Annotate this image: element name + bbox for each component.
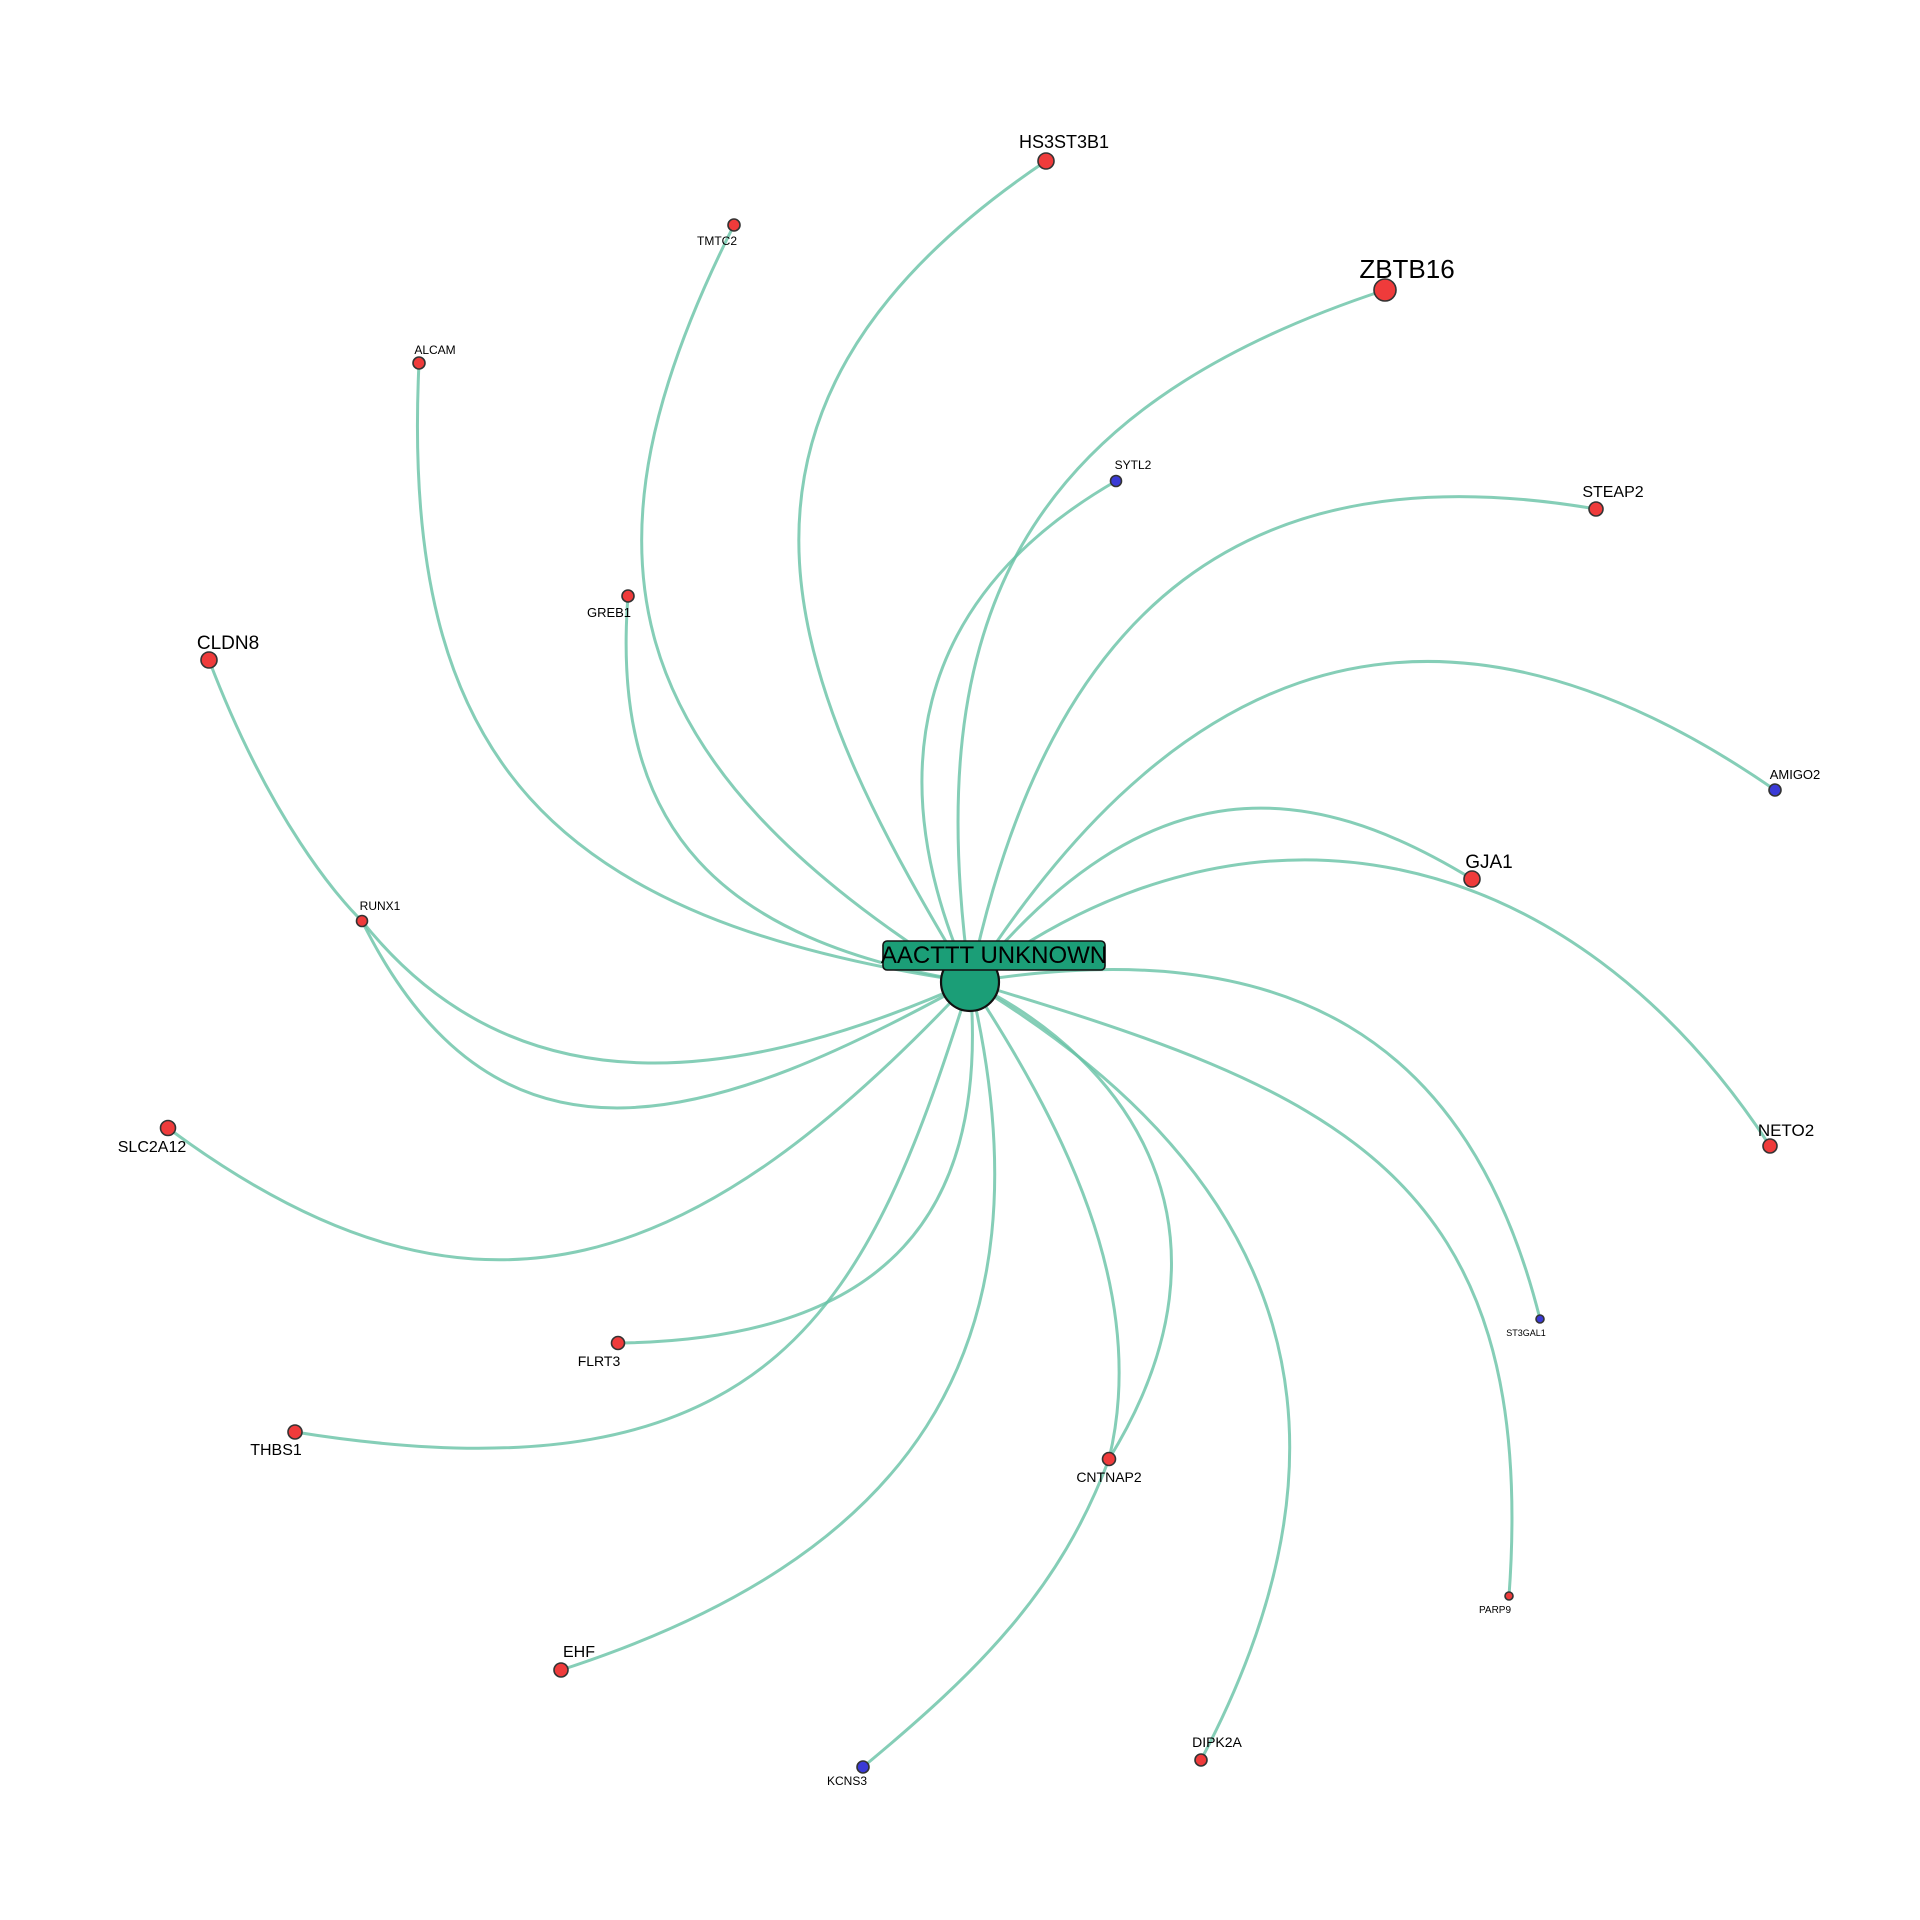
edge-runx1-2 bbox=[360, 920, 971, 1110]
label-neto2: NETO2 bbox=[1758, 1121, 1814, 1140]
label-greb1: GREB1 bbox=[587, 605, 631, 620]
label-thbs1: THBS1 bbox=[250, 1442, 302, 1459]
node-sytl2[interactable] bbox=[1109, 474, 1123, 488]
edge-runx1-1 bbox=[360, 920, 971, 1065]
label-alcam: ALCAM bbox=[414, 343, 455, 357]
edge-st3gal1 bbox=[969, 968, 1542, 1320]
node-flrt3[interactable] bbox=[610, 1335, 626, 1351]
edge-tmtc2 bbox=[640, 224, 971, 984]
node-tmtc2[interactable] bbox=[727, 218, 741, 232]
edge-zbtb16 bbox=[956, 288, 1386, 983]
edge-neto2 bbox=[969, 858, 1772, 1147]
node-neto2[interactable] bbox=[1762, 1138, 1778, 1154]
label-slc2a12: SLC2A12 bbox=[118, 1139, 187, 1156]
edge-parp9 bbox=[969, 980, 1514, 1597]
label-ehf: EHF bbox=[563, 1644, 595, 1661]
edge-amigo2 bbox=[968, 659, 1776, 983]
node-slc2a12[interactable] bbox=[159, 1119, 177, 1137]
edge-cntnap2-1 bbox=[968, 981, 1121, 1460]
edge-flrt3 bbox=[617, 981, 974, 1345]
node-ehf[interactable] bbox=[553, 1662, 569, 1678]
edge-alcam bbox=[415, 362, 971, 984]
edge-cntnap2-2 bbox=[969, 980, 1173, 1460]
node-steap2[interactable] bbox=[1588, 501, 1604, 517]
label-dipk2a: DIPK2A bbox=[1192, 1734, 1242, 1750]
label-flrt3: FLRT3 bbox=[578, 1353, 621, 1369]
node-hs3st3b1[interactable] bbox=[1037, 152, 1055, 170]
hub-label-box bbox=[882, 940, 1106, 971]
node-zbtb16[interactable] bbox=[1373, 278, 1397, 302]
edge-sytl2 bbox=[920, 479, 1117, 983]
edge-hs3st3b1 bbox=[797, 159, 1047, 983]
edge-steap2 bbox=[968, 495, 1597, 983]
node-cntnap2[interactable] bbox=[1101, 1451, 1117, 1467]
node-layer bbox=[159, 152, 1782, 1774]
label-gja1: GJA1 bbox=[1465, 852, 1513, 873]
node-thbs1[interactable] bbox=[287, 1424, 303, 1440]
edge-greb1 bbox=[624, 595, 971, 984]
label-tmtc2: TMTC2 bbox=[697, 234, 737, 248]
edge-dipk2a bbox=[969, 980, 1292, 1761]
node-amigo2[interactable] bbox=[1768, 783, 1782, 797]
node-greb1[interactable] bbox=[621, 589, 635, 603]
label-cldn8: CLDN8 bbox=[197, 633, 259, 654]
edge-layer bbox=[167, 159, 1776, 1769]
label-zbtb16: ZBTB16 bbox=[1359, 254, 1454, 284]
label-cntnap2: CNTNAP2 bbox=[1076, 1469, 1142, 1485]
label-sytl2: SYTL2 bbox=[1115, 458, 1152, 472]
edge-slc2a12 bbox=[167, 980, 972, 1262]
label-parp9: PARP9 bbox=[1479, 1605, 1511, 1616]
node-cldn8[interactable] bbox=[200, 651, 218, 669]
node-runx1[interactable] bbox=[355, 914, 369, 928]
node-kcns3[interactable] bbox=[856, 1760, 870, 1774]
edge-thbs1 bbox=[294, 981, 972, 1450]
node-alcam[interactable] bbox=[412, 356, 426, 370]
node-gja1[interactable] bbox=[1463, 870, 1481, 888]
edge-ehf bbox=[560, 981, 997, 1672]
hub-group: AACTTT UNKNOWN bbox=[881, 940, 1107, 1013]
edge-kcns3 bbox=[862, 1458, 1111, 1769]
label-amigo2: AMIGO2 bbox=[1770, 767, 1821, 782]
label-steap2: STEAP2 bbox=[1582, 484, 1643, 501]
edge-cldn8 bbox=[207, 659, 364, 923]
edge-gja1 bbox=[968, 806, 1473, 983]
node-dipk2a[interactable] bbox=[1194, 1753, 1208, 1767]
label-kcns3: KCNS3 bbox=[827, 1774, 867, 1788]
hub-label: AACTTT UNKNOWN bbox=[881, 942, 1107, 969]
node-st3gal1[interactable] bbox=[1535, 1314, 1545, 1324]
node-parp9[interactable] bbox=[1504, 1591, 1514, 1601]
label-hs3st3b1: HS3ST3B1 bbox=[1019, 132, 1109, 152]
label-st3gal1: ST3GAL1 bbox=[1506, 1328, 1546, 1338]
label-runx1: RUNX1 bbox=[360, 899, 401, 913]
